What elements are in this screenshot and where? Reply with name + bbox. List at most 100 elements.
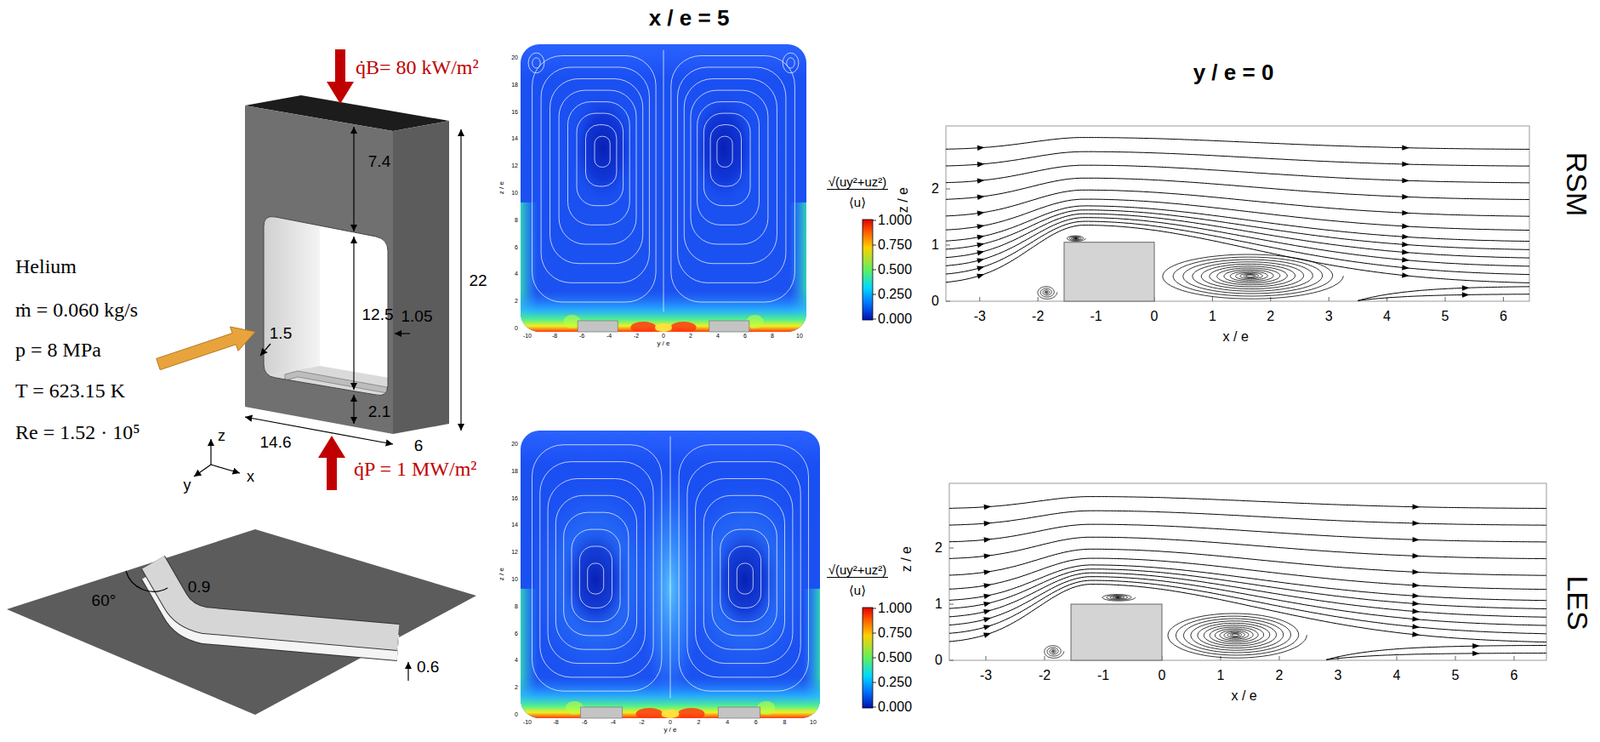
tick-mark [1044,655,1046,661]
flow-arrow [1412,520,1421,526]
tick-label: 10 [511,189,519,197]
flow-arrow [1412,552,1420,559]
flow-arrow [977,177,986,183]
streamline [683,79,777,264]
streamline [945,165,1530,183]
contour-plot [520,430,820,720]
tick-label: 0.250 [877,674,912,690]
flow-arrow [983,569,991,576]
vortex-core [688,90,758,205]
dimension-label: 12.5 [362,305,394,325]
tick-label: 3 [1334,667,1343,684]
flow-arrow [976,250,985,256]
tick-label: -2 [1038,667,1051,684]
flow-arrow [984,553,992,559]
separation-bubble [1067,235,1087,241]
flow-arrow [1412,592,1420,598]
tick-mark [872,244,877,246]
streamline [587,563,604,594]
tick-label: 1.000 [877,212,912,228]
flow-arrow [1401,161,1410,167]
streamline [576,113,624,206]
dimension-line [460,129,462,431]
dimension-label: 6 [414,436,424,456]
rib-section [577,320,618,332]
tick-label: 0.000 [877,699,912,715]
tick-label: 0 [668,718,672,726]
streamline-plots [939,125,1553,661]
tick-label: 6 [743,332,747,340]
vortex-core [559,522,632,638]
tick-label: 2 [697,718,701,726]
streamline-field [945,137,1530,302]
tick-label: -6 [579,332,585,340]
velocity-field [679,476,812,684]
streamline [555,495,637,650]
streamline [949,496,1547,509]
colorbar [862,607,873,708]
streamline [687,461,801,678]
streamline [711,512,777,636]
tick-label: 0.250 [877,286,912,302]
tick-mark [1455,655,1457,661]
axis-arrow [193,464,211,477]
tick-mark [979,296,980,302]
hot-spot [677,707,706,718]
streamline [945,137,1530,150]
tick-label: 6 [754,718,758,726]
tick-mark [1212,296,1213,302]
dimension-line [353,126,354,232]
axis-label: z / e [497,567,506,581]
streamline [949,523,1547,542]
tick-label: 3 [1325,308,1333,325]
tick-label: 8 [514,216,519,224]
velocity-field [520,44,807,332]
tick-label: -8 [552,332,558,340]
flow-arrow [1401,241,1410,247]
flow-arrow [1412,600,1420,606]
flow-condition: Re = 1.52 · 10⁵ [15,421,141,445]
dimension-label: 60° [91,591,117,610]
tick-label: 2 [514,297,519,305]
streamline [568,102,631,226]
tick-label: -10 [523,332,532,340]
dimension-label: 2.1 [368,402,391,422]
dimension-label: 14.6 [260,432,292,452]
dimension-label: 0.6 [416,657,439,677]
streamline [945,151,1530,166]
streamline [532,444,662,692]
flow-arrow [976,257,985,263]
tick-label: 0.750 [877,237,912,253]
flow-arrow [1401,210,1410,216]
streamline [586,125,617,187]
tick-label: 4 [514,270,519,278]
streamline [690,90,769,245]
colorbar-label: ⟨u⟩ [848,194,866,210]
colorbar [862,219,873,320]
streamline [671,56,796,303]
rib-section [580,706,622,718]
tick-label: 18 [511,467,519,475]
channel-opening [255,204,445,409]
tick-label: 6 [1510,667,1519,684]
flow-arrow [983,582,991,588]
tick-label: 4 [514,656,519,664]
flow-arrow [1472,650,1481,656]
recirculation-vortex [1162,254,1344,299]
flow-arrow [977,234,986,240]
tick-label: -1 [1097,667,1110,684]
flow-arrow [1462,284,1470,291]
tick-mark [872,682,877,684]
rib-top [153,562,399,638]
flow-condition: Helium [15,255,77,280]
streamline [717,136,733,167]
contour-plots [520,44,820,720]
tick-label: 2 [514,683,519,691]
streamline-plot [939,125,1534,302]
flow-condition: p = 8 MPa [15,338,102,363]
tick-mark [1514,655,1515,661]
heat-flux-label: q̇B= 80 kW/m² [355,56,479,80]
tick-label: 12 [511,548,519,556]
tick-mark [949,603,954,605]
